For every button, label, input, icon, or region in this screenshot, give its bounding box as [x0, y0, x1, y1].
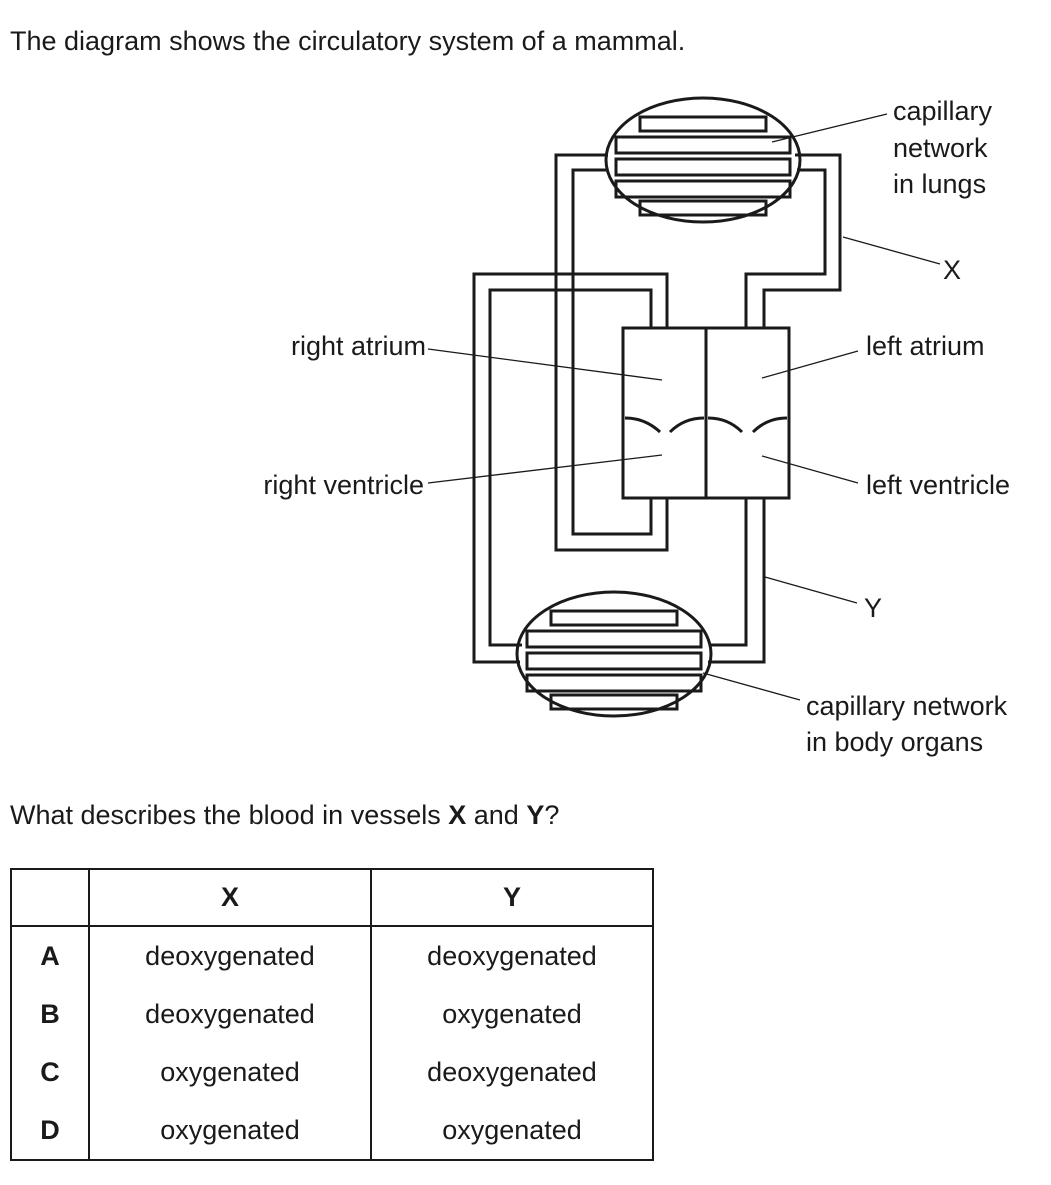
right-heart-chambers: [621, 326, 706, 500]
option-letter: C: [10, 1043, 90, 1101]
cell-y: deoxygenated: [370, 926, 654, 985]
cell-y: oxygenated: [370, 985, 654, 1043]
lung-capillary-band-3: [614, 157, 792, 177]
leader-y: [764, 576, 858, 604]
lung-capillary-band-5: [638, 199, 768, 217]
question-middle: and: [466, 800, 527, 830]
leader-left-atrium: [761, 350, 859, 379]
answer-row-c[interactable]: C oxygenated deoxygenated: [10, 1043, 654, 1101]
label-vessel-x: X: [943, 255, 961, 285]
cell-x: oxygenated: [88, 1101, 372, 1161]
header-x: X: [88, 868, 372, 927]
body-capillary-band-1: [549, 609, 679, 627]
answer-row-d[interactable]: D oxygenated oxygenated: [10, 1101, 654, 1161]
answer-table-header: X Y: [10, 868, 654, 927]
cell-x: oxygenated: [88, 1043, 372, 1101]
lung-capillary-band-2: [614, 135, 792, 155]
lung-capillary-network: [604, 96, 802, 224]
label-left-ventricle: left ventricle: [866, 470, 1010, 500]
leader-left-ventricle: [761, 455, 859, 484]
leader-body: [702, 672, 801, 701]
label-body-line-2: in body organs: [806, 727, 983, 757]
leader-right-ventricle: [427, 454, 663, 484]
pulmonary-vessel-inner: [571, 168, 653, 536]
body-capillary-band-3: [525, 651, 703, 671]
header-blank: [10, 868, 90, 927]
label-left-atrium: left atrium: [866, 331, 985, 361]
label-right-ventricle: right ventricle: [263, 470, 424, 500]
cell-x: deoxygenated: [88, 985, 372, 1043]
answer-row-b[interactable]: B deoxygenated oxygenated: [10, 985, 654, 1043]
left-heart-chambers: [706, 326, 791, 500]
aorta-outer: [708, 498, 766, 664]
question-x: X: [448, 800, 467, 830]
question-after: ?: [544, 800, 560, 830]
aorta-inner: [710, 498, 748, 647]
circulatory-system-diagram: capillary network in lungs X right atriu…: [263, 96, 1010, 757]
option-letter: A: [10, 926, 90, 985]
pulmonary-vessel-outer: [554, 153, 669, 552]
vena-cava-outer: [472, 272, 669, 664]
body-capillary-network: [515, 590, 713, 718]
option-letter: B: [10, 985, 90, 1043]
label-vessel-y: Y: [864, 593, 882, 623]
vena-cava-inner: [488, 288, 653, 647]
leader-x: [842, 236, 941, 265]
label-lungs-line-1: capillary: [893, 96, 993, 126]
body-capillary-band-2: [525, 629, 703, 649]
question-text: What describes the blood in vessels X an…: [10, 798, 559, 832]
cell-y: deoxygenated: [370, 1043, 654, 1101]
body-capillary-band-4: [525, 673, 703, 693]
option-letter: D: [10, 1101, 90, 1161]
question-intro: The diagram shows the circulatory system…: [10, 26, 686, 56]
right-valve-left-cusp: [624, 416, 662, 434]
label-lungs-line-3: in lungs: [893, 169, 986, 199]
cell-y: oxygenated: [370, 1101, 654, 1161]
leader-right-atrium: [427, 348, 663, 381]
lung-capillary-band-4: [614, 179, 792, 199]
answer-row-a[interactable]: A deoxygenated deoxygenated: [10, 926, 654, 985]
left-valve-left-cusp: [707, 416, 744, 434]
header-y: Y: [370, 868, 654, 927]
cell-x: deoxygenated: [88, 926, 372, 985]
right-valve-right-cusp: [668, 416, 705, 434]
body-capillary-band-5: [549, 693, 679, 711]
pulmonary-vein-outer: [762, 153, 842, 328]
answer-table: X Y A deoxygenated deoxygenated B deoxyg…: [10, 868, 654, 1161]
pulmonary-vein-inner: [744, 168, 827, 328]
question-y: Y: [526, 800, 545, 830]
label-lungs-line-2: network: [893, 133, 988, 163]
label-body-line-1: capillary network: [806, 691, 1008, 721]
left-valve-right-cusp: [751, 416, 788, 434]
leader-lungs: [771, 113, 888, 143]
question-before: What describes the blood in vessels: [10, 800, 449, 830]
lung-capillary-band-1: [638, 115, 768, 133]
label-right-atrium: right atrium: [291, 331, 426, 361]
